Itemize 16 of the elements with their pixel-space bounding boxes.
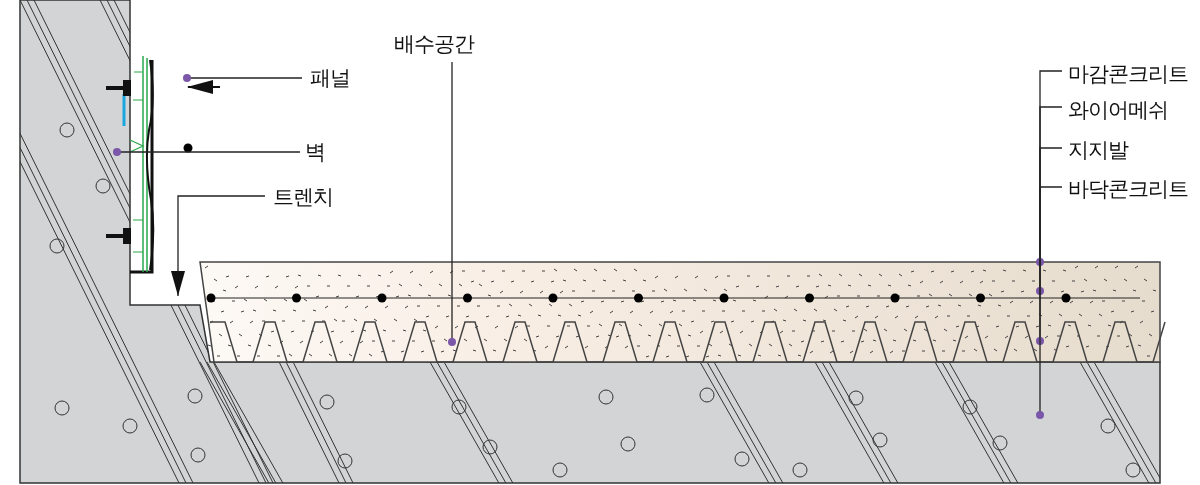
part-label: 벽 [305, 138, 325, 166]
part-label: 배수공간 [394, 30, 474, 58]
part-label: 마감콘크리트 [1068, 60, 1188, 88]
leader-line [1036, 70, 1063, 266]
leader-line [1036, 106, 1063, 295]
leader-line [1036, 147, 1063, 345]
leader-line [113, 148, 301, 156]
part-label: 트렌치 [273, 183, 333, 211]
part-label: 와이어메쉬 [1068, 96, 1168, 124]
leader-line [171, 195, 266, 297]
part-label: 패널 [310, 64, 350, 92]
leader-line [448, 61, 456, 346]
leader-line [1036, 186, 1063, 419]
leader-line [183, 74, 303, 82]
part-label: 지지발 [1068, 136, 1128, 164]
part-label: 바닥콘크리트 [1068, 175, 1188, 203]
